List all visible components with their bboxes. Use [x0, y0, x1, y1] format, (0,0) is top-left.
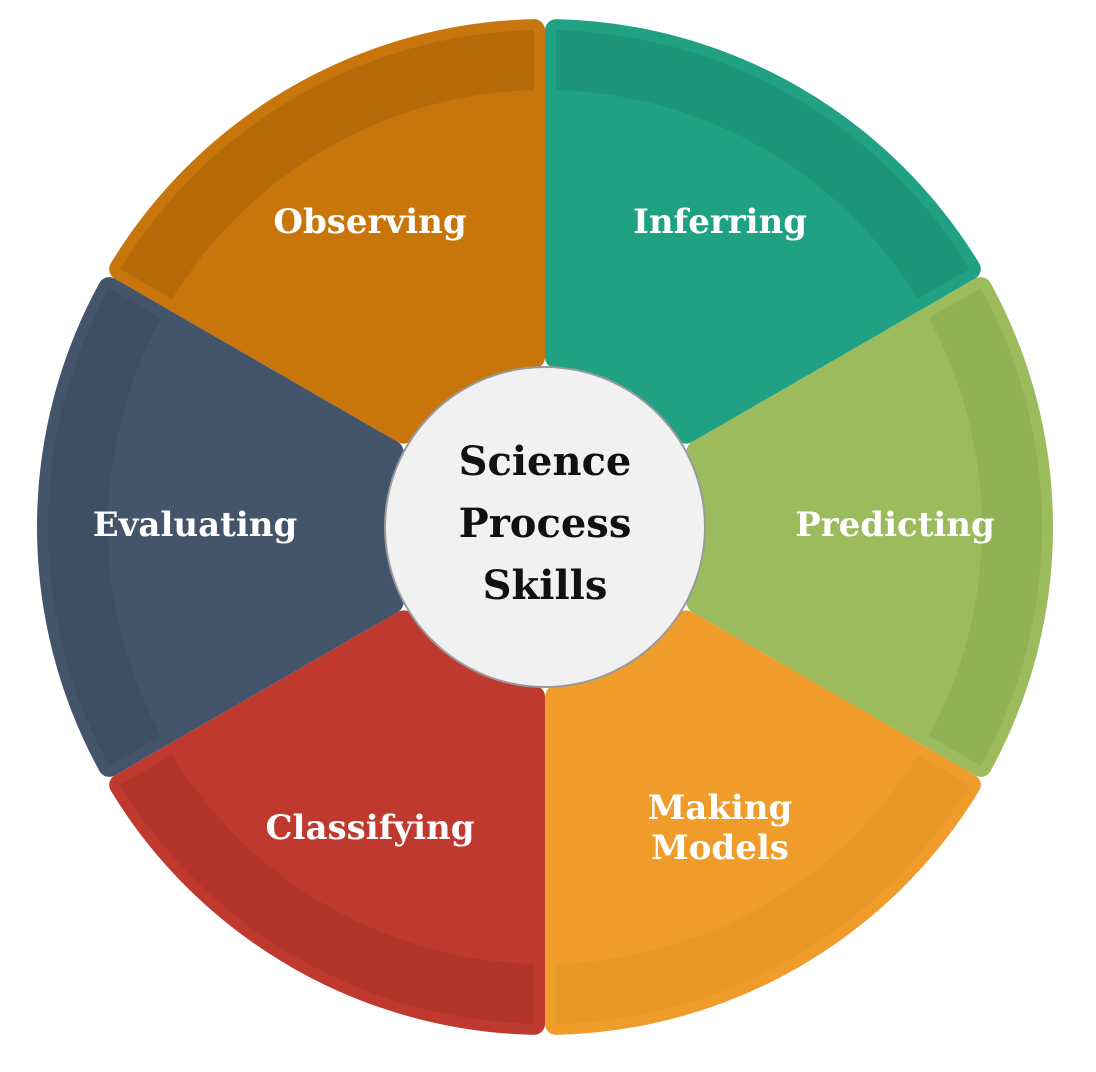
segment-predicting-label: Predicting — [795, 505, 995, 545]
segment-observing: Observing — [109, 19, 546, 444]
segment-predicting-wedge — [686, 277, 1053, 777]
segment-inferring-wedge — [544, 19, 981, 444]
segment-observing-wedge — [109, 19, 546, 444]
segment-making-models-label-line: Models — [651, 828, 789, 868]
segment-evaluating: Evaluating — [37, 277, 404, 777]
center-title-line: Process — [459, 500, 632, 547]
segment-making-models-shade — [555, 754, 970, 1024]
center-title-line: Science — [459, 438, 632, 485]
segment-evaluating-wedge — [37, 277, 404, 777]
segment-inferring-label-line: Inferring — [633, 202, 807, 242]
segment-classifying: Classifying — [109, 610, 546, 1035]
segment-making-models-wedge — [544, 610, 981, 1035]
center-title-line: Skills — [483, 562, 608, 609]
segment-classifying-wedge — [109, 610, 546, 1035]
segment-observing-label: Observing — [273, 202, 466, 242]
segment-inferring-label: Inferring — [633, 202, 807, 242]
segment-predicting: Predicting — [686, 277, 1053, 777]
segment-making-models-label-line: Making — [648, 788, 793, 828]
segment-classifying-label-line: Classifying — [266, 808, 475, 848]
segment-inferring-shade — [555, 30, 970, 300]
segment-classifying-label: Classifying — [266, 808, 475, 848]
segment-evaluating-label-line: Evaluating — [93, 505, 297, 545]
center-circle — [384, 366, 706, 688]
segment-classifying-shade — [120, 754, 535, 1024]
segment-predicting-shade — [928, 288, 1043, 766]
segment-inferring: Inferring — [544, 19, 981, 444]
segment-evaluating-label: Evaluating — [93, 505, 297, 545]
segment-observing-shade — [120, 30, 535, 300]
segment-predicting-label-line: Predicting — [795, 505, 995, 545]
segment-evaluating-shade — [47, 288, 162, 766]
segment-observing-label-line: Observing — [273, 202, 466, 242]
